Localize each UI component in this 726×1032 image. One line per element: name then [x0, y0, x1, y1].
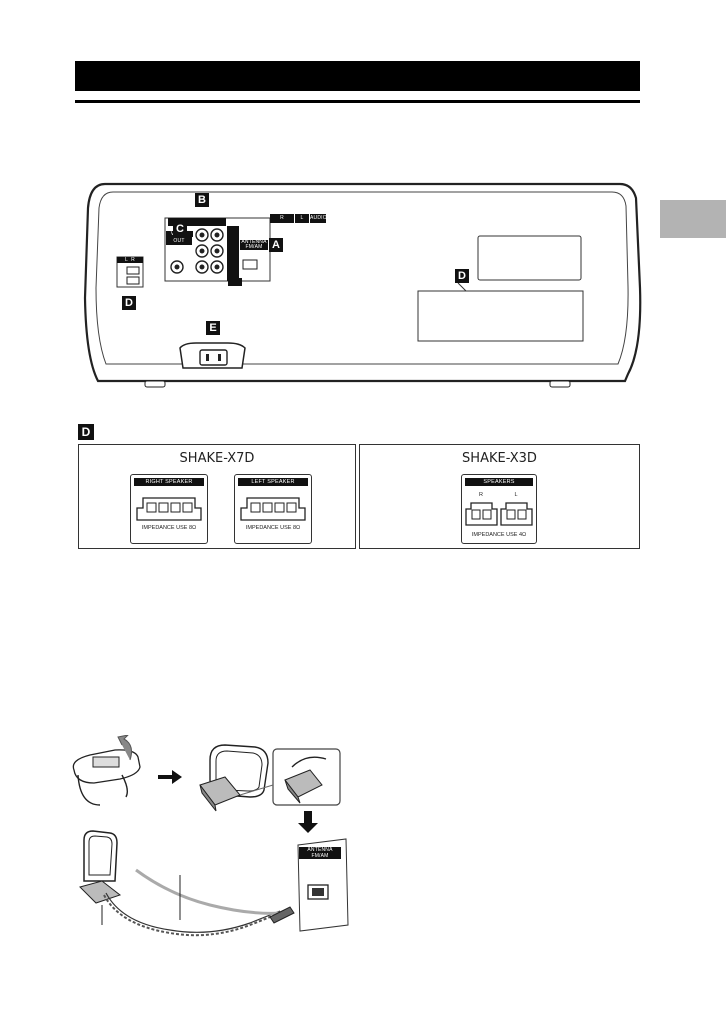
left-speaker-terminal: LEFT SPEAKER IMPEDANCE USE 8Ω: [234, 474, 312, 544]
callout-d-right: D: [455, 269, 469, 283]
callout-a: A: [269, 238, 283, 252]
callout-d-section: D: [78, 424, 94, 440]
panel-title-x7d: SHAKE-X7D: [179, 451, 255, 466]
speakers-l-label: L: [514, 492, 518, 498]
speakers-impedance: IMPEDANCE USE 4Ω: [471, 532, 527, 538]
am-loop-antenna-illustration: [72, 735, 349, 937]
callout-e: E: [206, 321, 220, 335]
left-speaker-connector-icon: [240, 497, 306, 521]
panel-title-x3d: SHAKE-X3D: [462, 451, 537, 466]
speaker-side-label: L R: [117, 257, 143, 263]
antenna-jack-label-line1: ANTENNA: [307, 847, 333, 853]
audio-label: AUDIO: [310, 214, 327, 223]
left-speaker-impedance: IMPEDANCE USE 8Ω: [245, 525, 301, 531]
right-speaker-impedance: IMPEDANCE USE 8Ω: [141, 525, 197, 531]
right-speaker-terminal: RIGHT SPEAKER IMPEDANCE USE 8Ω: [130, 474, 208, 544]
antenna-jack-label: ANTENNA FM/AM: [299, 847, 341, 859]
callout-b: B: [195, 193, 209, 207]
antenna-jack-label-line2: FM/AM: [311, 853, 329, 859]
speakers-label: SPEAKERS: [465, 478, 533, 486]
side-thumb-tab: [660, 200, 726, 238]
right-speaker-label: RIGHT SPEAKER: [134, 478, 204, 486]
speakers-connector-icon: [465, 502, 533, 526]
rear-panel-illustration: [83, 182, 642, 388]
audio-l-label: L: [295, 214, 309, 223]
left-speaker-label: LEFT SPEAKER: [238, 478, 308, 486]
speakers-terminal: SPEAKERS R L IMPEDANCE USE 4Ω: [461, 474, 537, 544]
speaker-panel-x7d: SHAKE-X7D: [78, 444, 356, 549]
speaker-panel-x3d: SHAKE-X3D: [359, 444, 640, 549]
antenna-label: ANTENNA FM/AM: [240, 239, 268, 250]
audio-r-label: R: [270, 214, 294, 223]
callout-d-left: D: [122, 296, 136, 310]
right-speaker-connector-icon: [136, 497, 202, 521]
speakers-r-label: R: [479, 492, 483, 498]
section-header-bar: [75, 61, 640, 91]
callout-c: C: [173, 222, 187, 236]
section-header-rule: [75, 100, 640, 103]
